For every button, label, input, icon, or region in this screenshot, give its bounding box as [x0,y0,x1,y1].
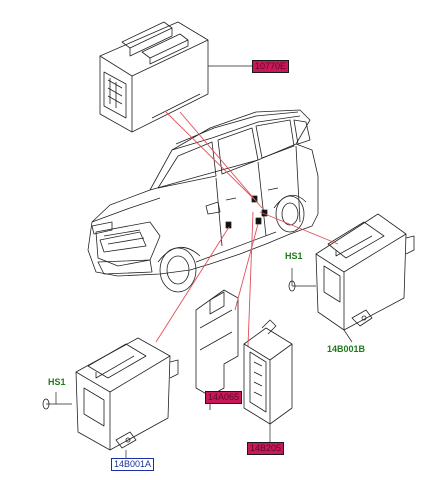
vehicle-outline [87,109,319,293]
callout-10770E: 10770E [252,60,290,73]
right-control-module [315,213,415,331]
callout-14B001A: 14B001A [111,458,155,471]
screw-right [288,280,316,292]
screw-left [42,398,72,410]
center-module [243,319,293,425]
callout-14B001B: 14B001B [327,344,366,354]
callout-14B205: 14B205 [247,442,285,455]
top-control-module [99,21,209,133]
leader-lines-black [55,65,353,462]
callout-hs1-right: HS1 [285,251,303,261]
callout-hs1-left: HS1 [48,377,66,387]
callout-14A065: 14A065 [205,391,243,404]
leader-lines-red [155,111,339,347]
mounting-bracket [195,289,239,410]
left-control-module [75,337,179,451]
